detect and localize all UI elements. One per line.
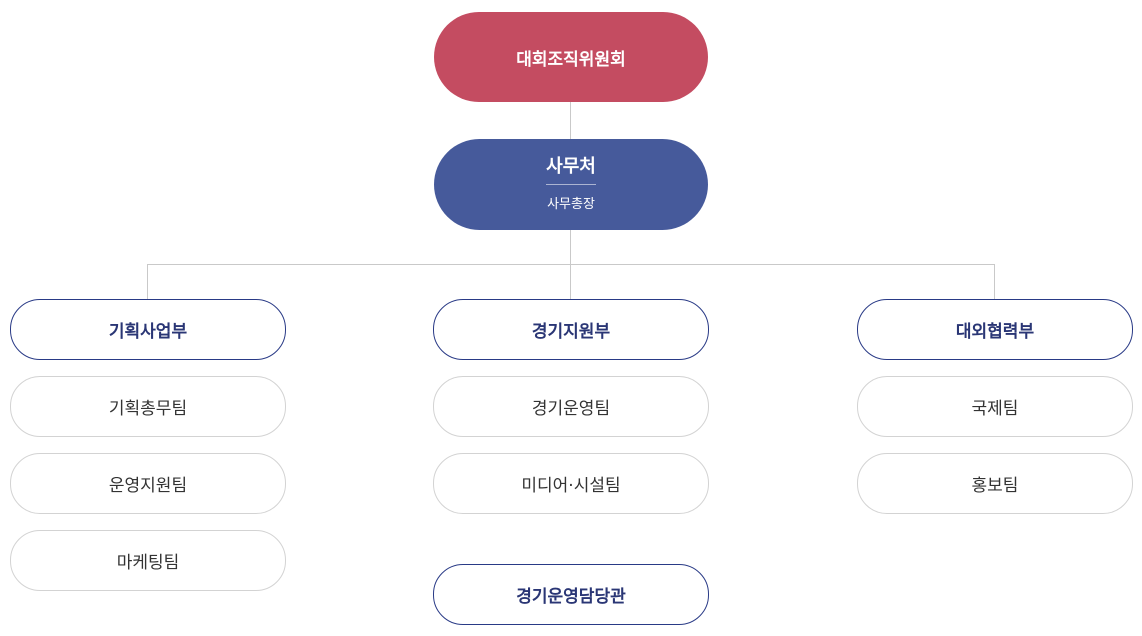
department-planning-box: 기획사업부	[10, 299, 286, 360]
secretary-general-label: 사무총장	[547, 196, 595, 212]
team-label: 미디어·시설팀	[521, 476, 621, 496]
connector-horizontal	[147, 264, 995, 265]
connector-top-to-office	[570, 102, 571, 139]
team-box: 미디어·시설팀	[433, 453, 709, 514]
team-label: 홍보팀	[971, 476, 1019, 496]
department-competition-box: 경기지원부	[433, 299, 709, 360]
team-box: 홍보팀	[857, 453, 1133, 514]
connector-left-dept	[147, 264, 148, 300]
team-label: 운영지원팀	[108, 476, 188, 496]
team-box: 경기운영팀	[433, 376, 709, 437]
team-label: 국제팀	[971, 399, 1019, 419]
department-label: 경기지원부	[531, 322, 611, 342]
secretariat-label: 사무처	[546, 157, 596, 185]
team-box: 운영지원팀	[10, 453, 286, 514]
team-box: 마케팅팀	[10, 530, 286, 591]
organizing-committee-label: 대회조직위원회	[516, 49, 626, 70]
team-label: 경기운영팀	[531, 399, 611, 419]
secretariat-box: 사무처 사무총장	[434, 139, 708, 230]
connector-office-down	[570, 230, 571, 300]
competition-officer-label: 경기운영담당관	[516, 587, 626, 607]
organizing-committee-box: 대회조직위원회	[434, 12, 708, 102]
team-label: 기획총무팀	[108, 399, 188, 419]
team-label: 마케팅팀	[116, 553, 180, 573]
team-box: 국제팀	[857, 376, 1133, 437]
department-label: 기획사업부	[108, 322, 188, 342]
department-external-box: 대외협력부	[857, 299, 1133, 360]
department-label: 대외협력부	[955, 322, 1035, 342]
competition-officer-box: 경기운영담당관	[433, 564, 709, 625]
team-box: 기획총무팀	[10, 376, 286, 437]
connector-right-dept	[994, 264, 995, 300]
